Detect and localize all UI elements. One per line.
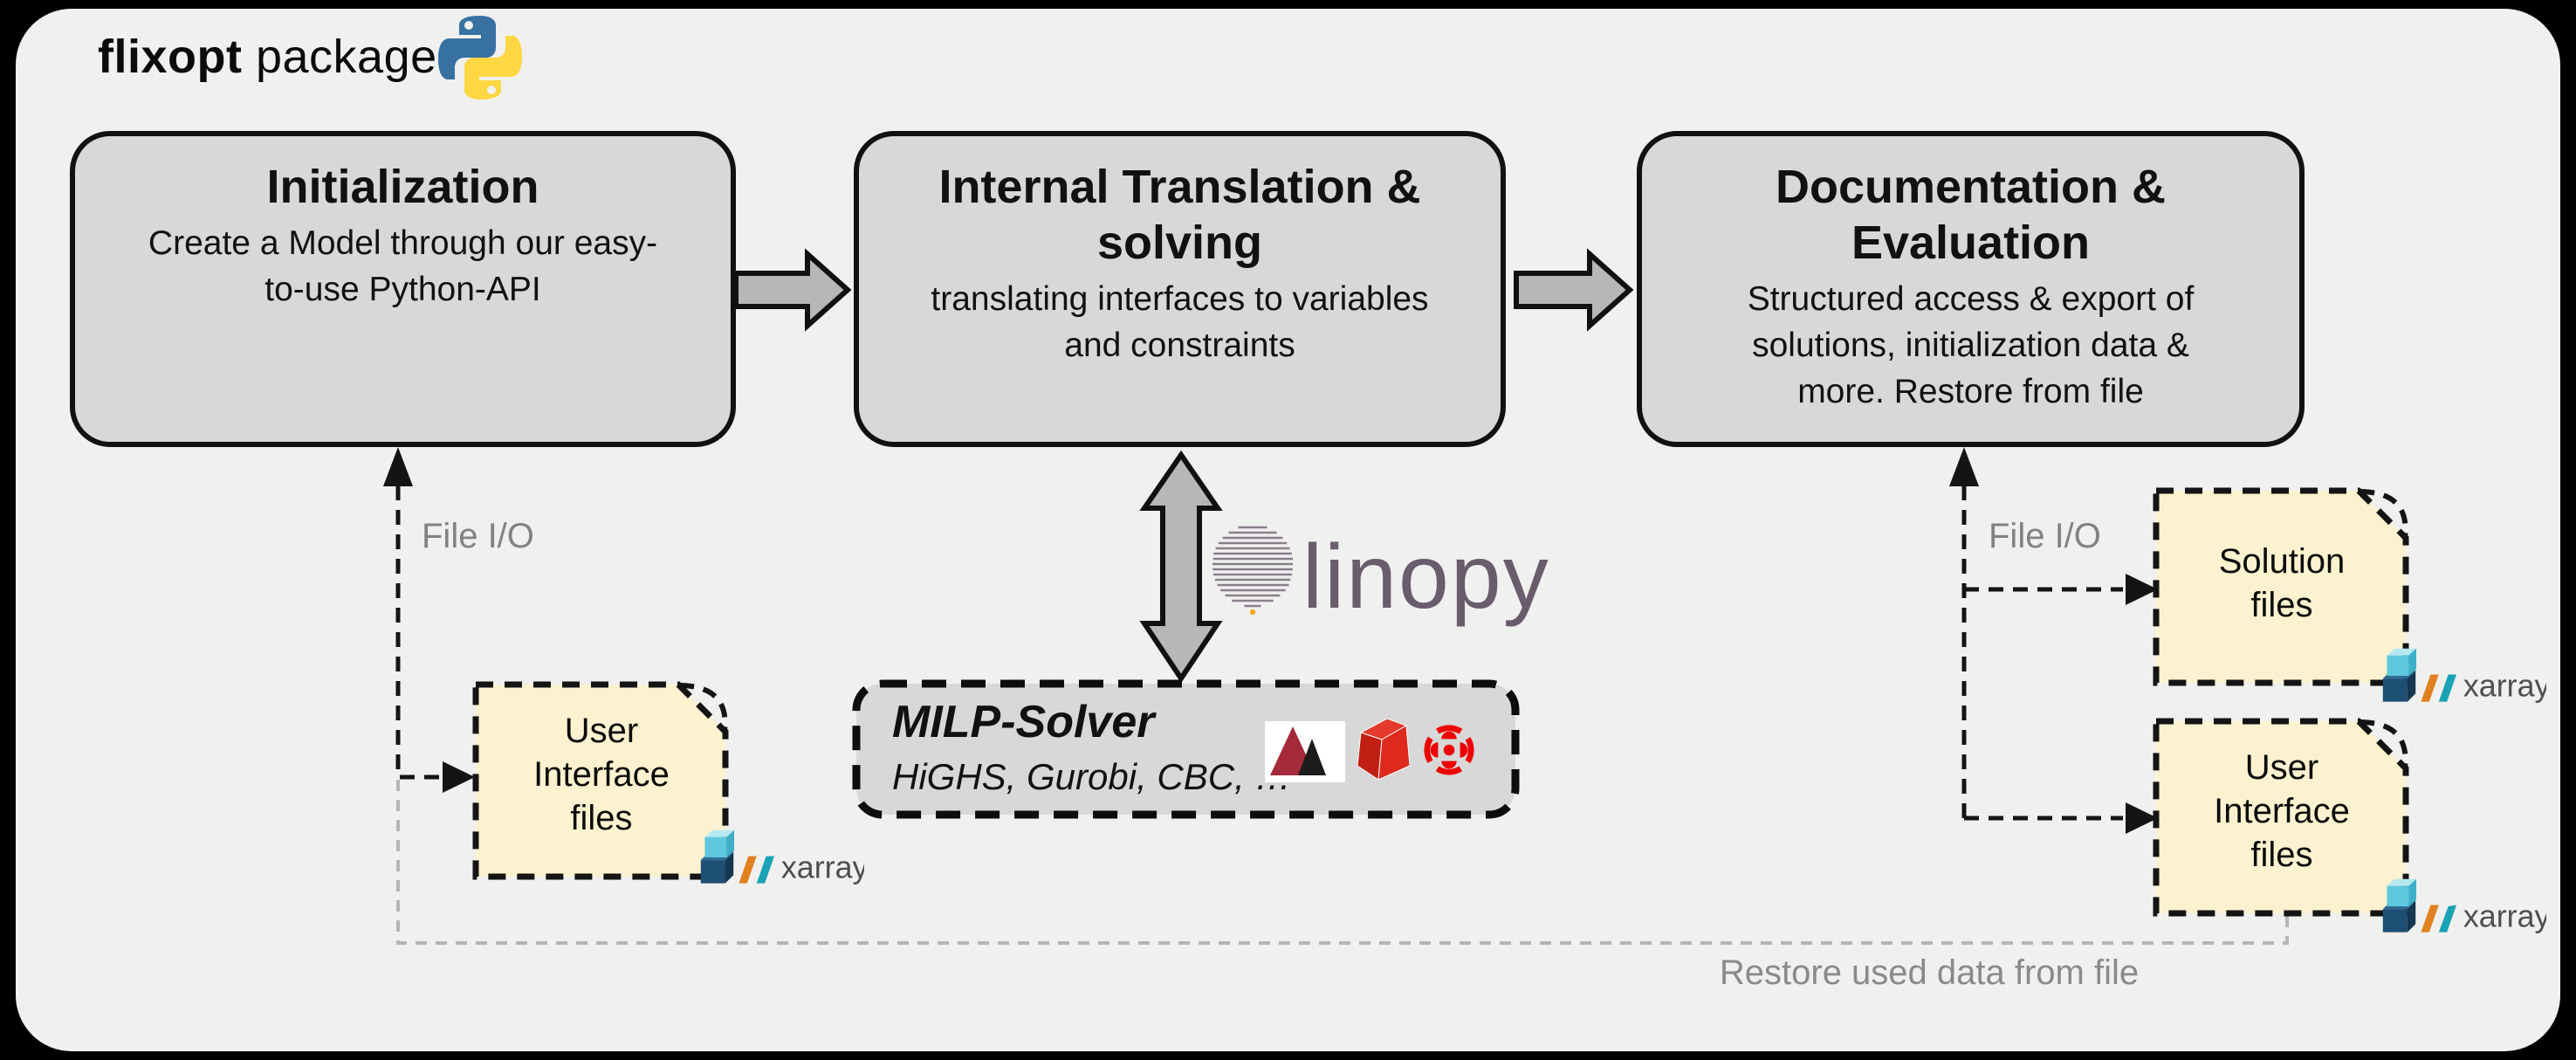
box-initialization-title: Initialization: [266, 161, 539, 213]
box-documentation-body: Structured access & export of solutions,…: [1747, 280, 2195, 410]
xarray-logo-right: xarray: [2382, 878, 2546, 933]
box-translation-title: Internal Translation & solving: [938, 161, 1421, 269]
file-io-left-label: File I/O: [422, 517, 534, 555]
xarray-wordmark: xarray: [781, 850, 864, 884]
highs-logo: [1265, 721, 1345, 782]
page-title-bold: flixopt: [98, 31, 243, 83]
box-documentation-title: Documentation & Evaluation: [1775, 161, 2166, 269]
cbc-logo: [1424, 725, 1474, 775]
box-initialization-body: Create a Model through our easy- to-use …: [148, 224, 658, 308]
xarray-wordmark: xarray: [2463, 668, 2546, 703]
page-title-rest: package: [242, 31, 437, 83]
gurobi-logo: [1357, 718, 1411, 781]
restore-data-label: Restore used data from file: [1719, 953, 2140, 992]
solution-files-label: Solution files: [2218, 542, 2346, 624]
user-interface-files-right-label: User Interface files: [2214, 748, 2350, 874]
milp-solver-title: MILP-Solver: [892, 697, 1155, 747]
xarray-logo-solution: xarray: [2382, 648, 2546, 703]
linopy-ball-icon: [1212, 526, 1293, 616]
xarray-logo-left: xarray: [700, 829, 864, 884]
linopy-wordmark: linopy: [1302, 527, 1550, 628]
box-translation-body: translating interfaces to variables and …: [931, 280, 1429, 364]
python-icon: [438, 16, 522, 100]
xarray-wordmark: xarray: [2463, 898, 2546, 933]
box-translation-solving: Internal Translation & solving translati…: [854, 131, 1506, 447]
milp-solver-subtitle: HiGHS, Gurobi, CBC, …: [892, 756, 1292, 797]
box-documentation-evaluation: Documentation & Evaluation Structured ac…: [1637, 131, 2305, 447]
file-io-right-label: File I/O: [1989, 517, 2101, 555]
user-interface-files-left-label: User Interface files: [533, 712, 670, 837]
page-title: flixopt package: [98, 30, 437, 84]
box-initialization: Initialization Create a Model through ou…: [70, 131, 736, 447]
